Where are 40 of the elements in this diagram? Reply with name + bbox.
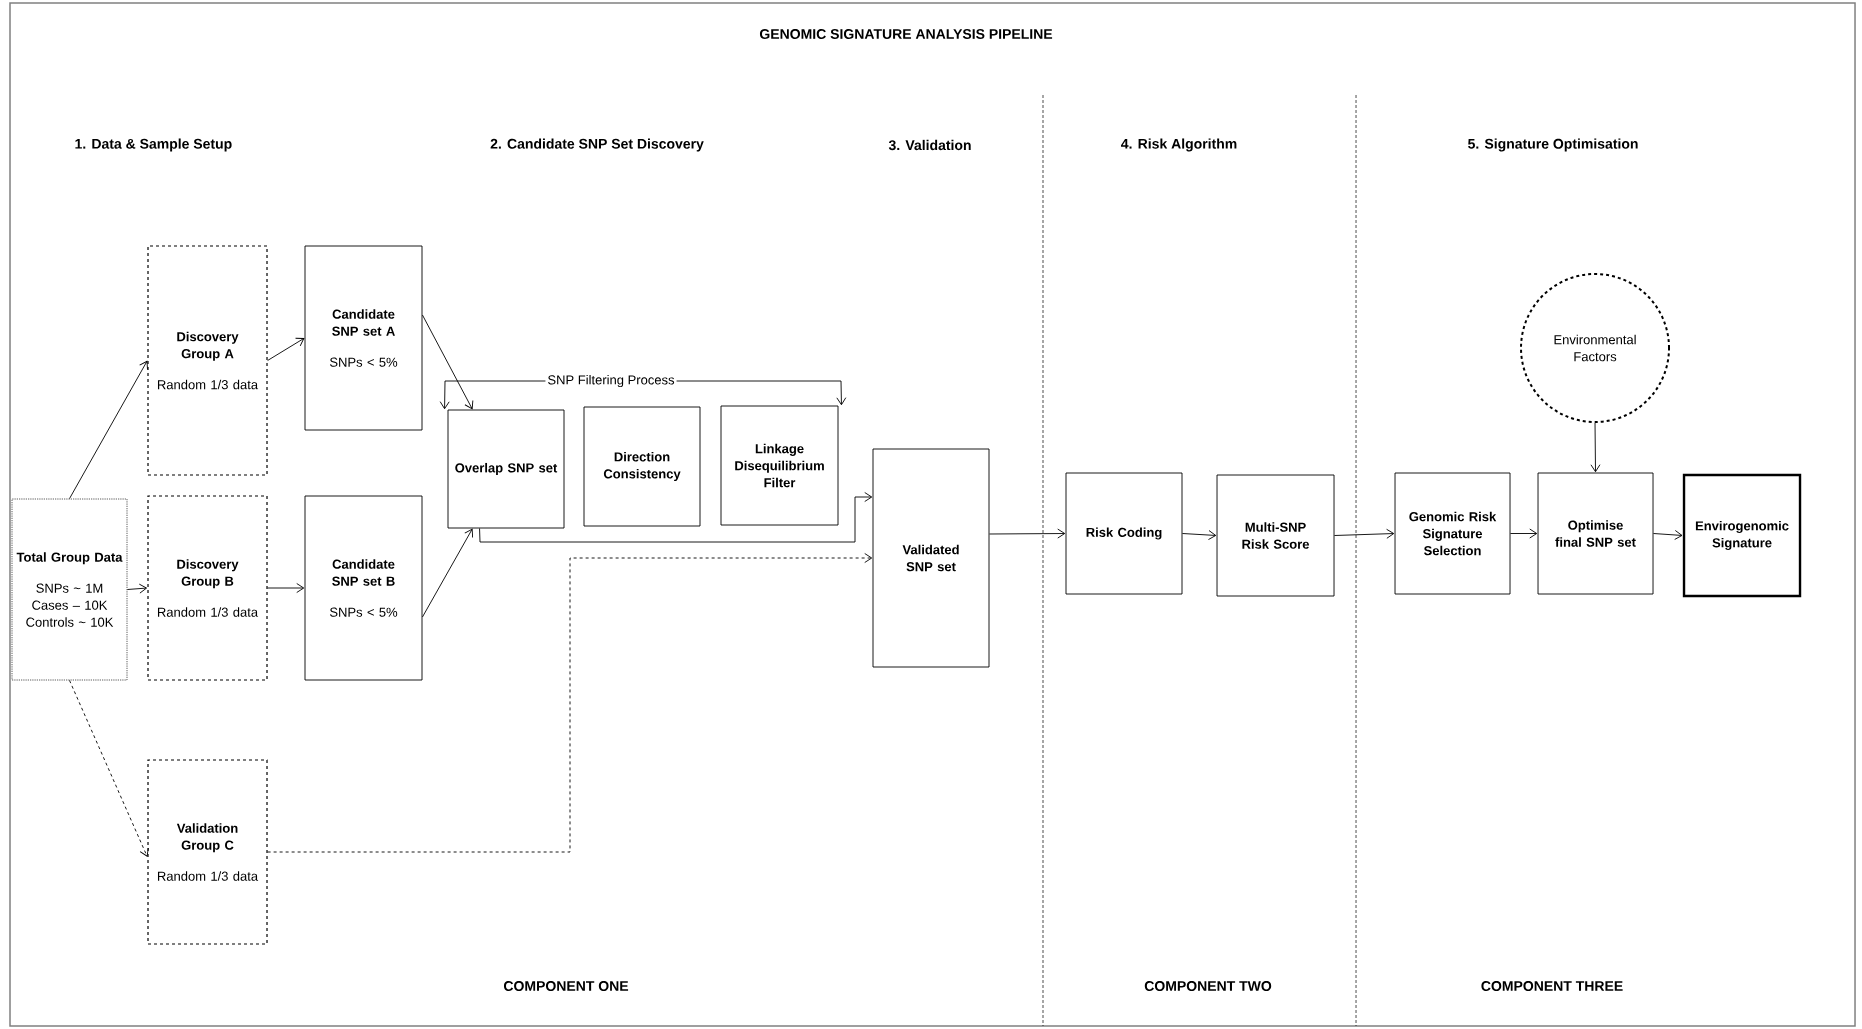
arrow — [422, 314, 474, 410]
arrow — [1590, 422, 1601, 473]
process-box: Validated SNP set — [872, 448, 990, 668]
arrow — [126, 583, 148, 594]
process-box: Multi-SNP Risk Score — [1216, 474, 1335, 597]
process-box: Risk Coding — [1065, 472, 1183, 595]
arrow — [1653, 530, 1683, 540]
section-heading: 4. Risk Algorithm — [1121, 138, 1237, 152]
arrow — [69, 679, 149, 857]
section-heading: 5. Signature Optimisation — [1468, 138, 1638, 152]
process-box: Direction Consistency — [583, 406, 701, 527]
arrow — [69, 360, 148, 500]
component-label: COMPONENT THREE — [1481, 981, 1623, 991]
arrow — [1334, 528, 1395, 539]
section-heading: 1. Data & Sample Setup — [75, 138, 232, 152]
arrow — [422, 528, 474, 618]
component-label: COMPONENT TWO — [1144, 981, 1272, 991]
component-label: COMPONENT ONE — [504, 981, 629, 991]
section-heading: 3. Validation — [888, 139, 971, 151]
result-box: Envirogenomic Signature — [1682, 473, 1802, 598]
process-box: Overlap SNP set — [447, 409, 565, 529]
arrow — [479, 492, 873, 543]
arrow — [267, 337, 305, 361]
arrow — [989, 528, 1066, 539]
group-box: Discovery Group B Random 1/3 data — [147, 495, 268, 681]
group-box: Discovery Group A Random 1/3 data — [147, 245, 268, 476]
arrow — [1510, 528, 1538, 539]
process-box: Genomic Risk Signature Selection — [1394, 472, 1511, 595]
process-box: Candidate SNP set B SNPs < 5% — [304, 495, 423, 681]
arrow — [267, 553, 873, 853]
group-box: Validation Group C Random 1/3 data — [147, 759, 268, 945]
data-box: Total Group Data SNPs ~ 1M Cases – 10K Controls ~ 10K — [11, 498, 128, 681]
title: GENOMIC SIGNATURE ANALYSIS PIPELINE — [759, 29, 1053, 39]
section-heading: 2. Candidate SNP Set Discovery — [490, 138, 704, 152]
arrow — [1182, 530, 1217, 540]
process-box: Linkage Disequilibrium Filter — [720, 405, 839, 526]
arrow — [267, 583, 305, 593]
edge-label: SNP Filtering Process — [545, 372, 677, 390]
process-box: Optimise final SNP set — [1537, 472, 1654, 595]
process-box: Candidate SNP set A SNPs < 5% — [304, 245, 423, 431]
